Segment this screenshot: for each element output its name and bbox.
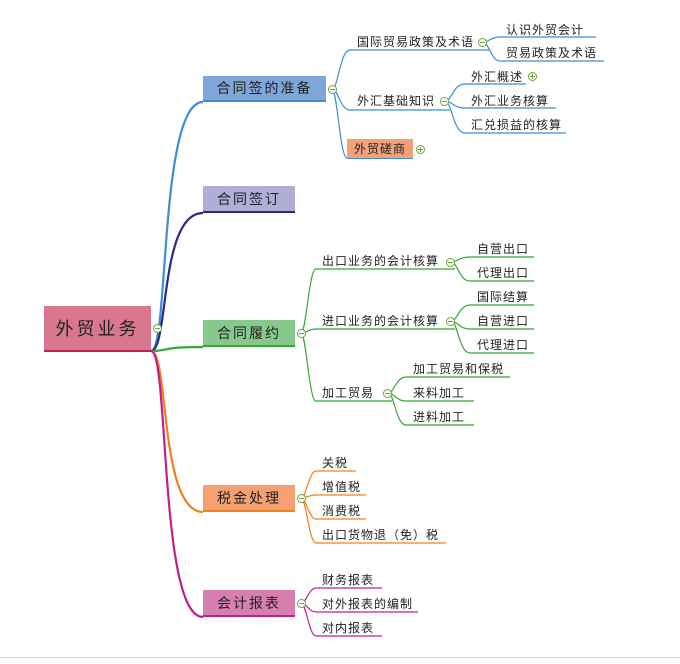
import-accounting-toggle[interactable]: [446, 317, 455, 326]
link-b3-c3: [300, 332, 317, 402]
leaf-international-settlement[interactable]: 国际结算: [477, 290, 530, 304]
forex-overview-expand-toggle[interactable]: [528, 72, 537, 81]
topic-tax-processing[interactable]: 税金处理: [203, 485, 295, 512]
subtopic-forex-toggle[interactable]: [440, 97, 449, 106]
link-b1-c1: [331, 49, 351, 90]
topic-contract-performance[interactable]: 合同履约: [203, 320, 295, 347]
leaf-customs-duty[interactable]: 关税: [322, 456, 349, 470]
leaf-export-tax-refund[interactable]: 出口货物退（免）税: [322, 528, 440, 542]
leaf-trade-policy-and-terms[interactable]: 贸易政策及术语: [506, 46, 598, 60]
leaf-self-import[interactable]: 自营进口: [477, 314, 530, 328]
branch1-collapse-toggle[interactable]: [328, 85, 337, 94]
subtopic-trade-policy-toggle[interactable]: [478, 38, 487, 47]
negotiation-expand-toggle[interactable]: [416, 145, 425, 154]
leaf-external-statements[interactable]: 对外报表的编制: [322, 597, 414, 611]
leaf-know-foreign-trade-accounting[interactable]: 认识外贸会计: [506, 23, 585, 37]
export-accounting-toggle[interactable]: [446, 258, 455, 267]
topic-accounting-statements[interactable]: 会计报表: [203, 590, 295, 617]
bottom-divider: [0, 657, 680, 658]
leaf-agency-import[interactable]: 代理进口: [477, 338, 530, 352]
leaf-self-export[interactable]: 自营出口: [477, 242, 530, 256]
leaf-exchange-gain-loss-accounting[interactable]: 汇兑损益的核算: [471, 118, 563, 132]
leaf-forex-business-accounting[interactable]: 外汇业务核算: [471, 94, 550, 108]
branch5-collapse-toggle[interactable]: [297, 599, 306, 608]
subtopic-processing-trade[interactable]: 加工贸易: [322, 386, 375, 400]
branch4-collapse-toggle[interactable]: [297, 494, 306, 503]
link-root-b3: [150, 345, 204, 353]
leaf-consumption-tax[interactable]: 消费税: [322, 504, 362, 518]
leaf-processing-and-bonded[interactable]: 加工贸易和保税: [413, 362, 505, 376]
link-root-b1: [149, 100, 204, 353]
root-topic[interactable]: 外贸业务: [44, 306, 151, 352]
link-b4-d: [300, 497, 317, 544]
leaf-imported-materials-processing[interactable]: 进料加工: [413, 410, 466, 424]
subtopic-trade-negotiation[interactable]: 外贸磋商: [347, 139, 413, 159]
link-root-b5: [149, 349, 204, 619]
subtopic-forex-basics[interactable]: 外汇基础知识: [357, 94, 436, 108]
topic-contract-signing[interactable]: 合同签订: [203, 186, 295, 213]
leaf-vat[interactable]: 增值税: [322, 480, 362, 494]
branch3-collapse-toggle[interactable]: [297, 329, 306, 338]
processing-trade-toggle[interactable]: [383, 389, 392, 398]
topic-contract-preparation[interactable]: 合同签的准备: [203, 76, 326, 102]
root-collapse-toggle[interactable]: [153, 324, 162, 333]
leaf-agency-export[interactable]: 代理出口: [477, 266, 530, 280]
leaf-internal-statements[interactable]: 对内报表: [322, 621, 375, 635]
leaf-materials-processing[interactable]: 来料加工: [413, 386, 466, 400]
subtopic-export-accounting[interactable]: 出口业务的会计核算: [322, 254, 440, 268]
link-root-b4: [150, 349, 204, 514]
link-root-b2: [150, 211, 204, 353]
link-b3-c1: [300, 268, 317, 334]
leaf-financial-statements[interactable]: 财务报表: [322, 573, 375, 587]
subtopic-trade-policy-terms[interactable]: 国际贸易政策及术语: [357, 35, 475, 49]
subtopic-import-accounting[interactable]: 进口业务的会计核算: [322, 314, 440, 328]
leaf-forex-overview[interactable]: 外汇概述: [471, 70, 524, 84]
